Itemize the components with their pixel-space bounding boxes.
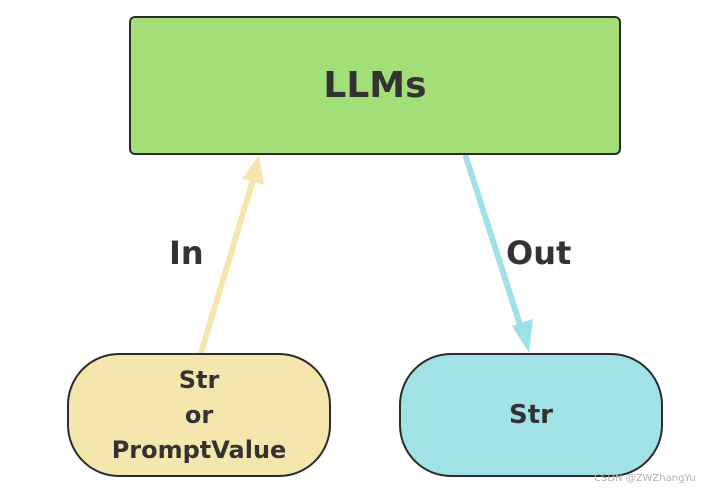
input-node-line-1: Str xyxy=(178,365,220,394)
input-node: Str or PromptValue xyxy=(67,353,331,477)
llms-node-label: LLMs xyxy=(323,65,427,106)
watermark: CSDN @ZWZhangYu xyxy=(594,473,696,484)
output-edge-label: Out xyxy=(506,234,572,272)
input-edge-arrowhead xyxy=(242,155,264,185)
output-edge-line xyxy=(463,154,524,331)
output-edge-arrowhead xyxy=(512,319,533,353)
input-node-line-2: or xyxy=(184,400,214,429)
input-edge-line xyxy=(198,177,256,356)
input-node-line-3: PromptValue xyxy=(111,435,287,464)
output-node: Str xyxy=(399,353,663,477)
llms-node: LLMs xyxy=(129,16,621,155)
output-node-label: Str xyxy=(509,400,553,430)
input-edge-label: In xyxy=(169,234,204,272)
